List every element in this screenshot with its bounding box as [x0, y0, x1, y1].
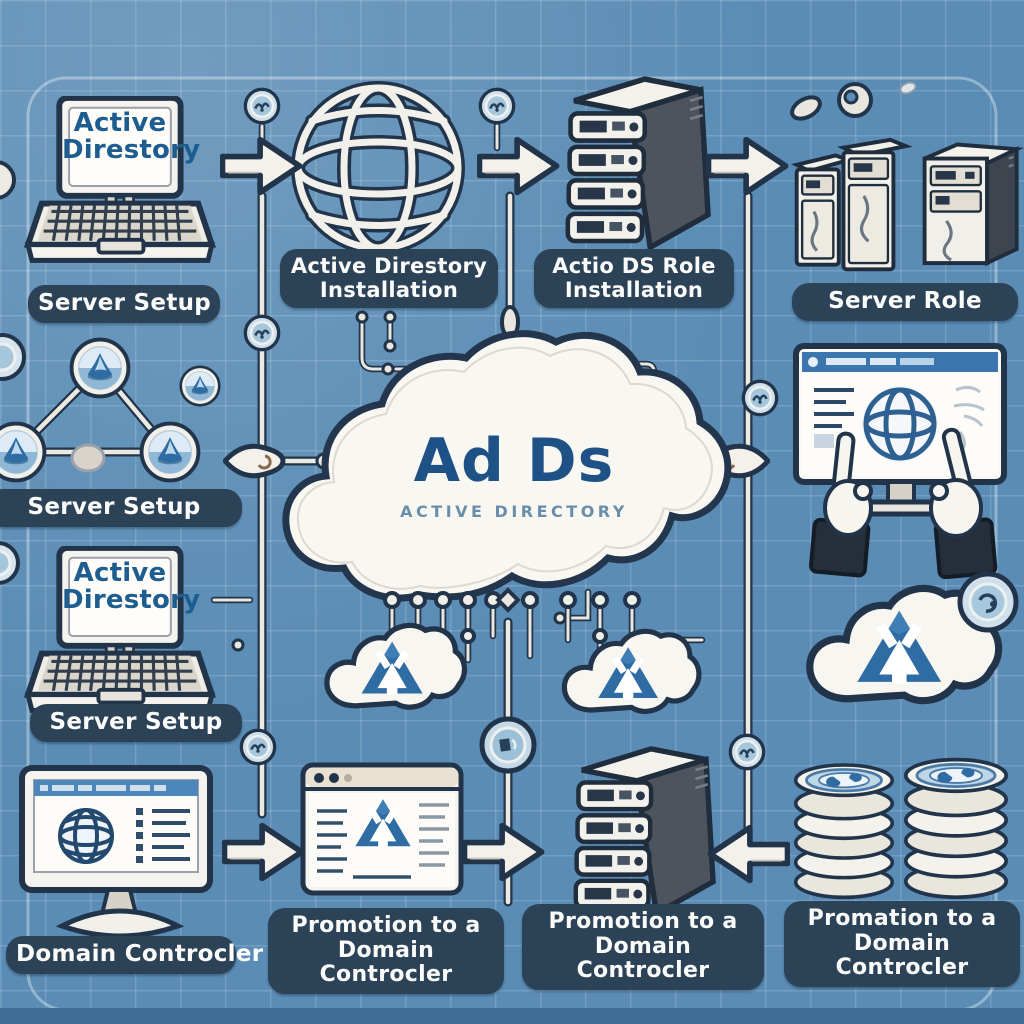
edge-badges [0, 160, 26, 585]
flow-arrow-right-icon [222, 140, 299, 193]
label-promotion-3: Promation to a Domain Controcler [784, 901, 1020, 987]
label-promotion-1: Promotion to a Domain Controcler [268, 908, 504, 994]
label-promotion-2: Promotion to a Domain Controcler [522, 904, 764, 990]
label-ds-role-installation: Actio DS Role Installation [534, 249, 734, 309]
disk-stack-icon [903, 757, 1009, 900]
almond-node-left-icon [225, 446, 283, 475]
ad-logo-cloud-icon [564, 631, 699, 711]
circuit-badge-icon [243, 314, 281, 352]
globe-wireframe-icon [291, 81, 465, 255]
ad-node-icon [139, 421, 201, 483]
cloud-subtitle: ACTIVE DIRECTORY [400, 502, 628, 521]
server-tower-icon [576, 749, 713, 914]
ad-node-icon [0, 421, 47, 483]
ad-logo-cloud-icon [327, 625, 465, 707]
server-group-icon [791, 137, 1024, 272]
monitor-pointing-hands-icon [793, 343, 1007, 580]
server-tower-icon [568, 79, 708, 247]
label-server-setup-3: Server Setup [30, 704, 242, 742]
circuit-badge-icon [741, 379, 779, 417]
cloud-pins [383, 587, 641, 664]
right-hand [929, 427, 998, 580]
circuit-badge-icon [243, 87, 281, 125]
flow-arrow-right-icon [464, 826, 541, 879]
bottom-edge-strip [0, 1008, 1024, 1024]
label-server-role: Server Role [792, 283, 1018, 321]
left-hand [809, 431, 873, 578]
swirl-badge-icon [957, 571, 1019, 633]
connector-blob [70, 443, 106, 473]
browser-ad-logo-icon [300, 762, 464, 896]
ad-ds-cloud-icon [282, 330, 732, 602]
ad-node-icon [69, 337, 131, 399]
ad-node-small-icon [179, 365, 221, 407]
flow-arrow-left-icon [710, 828, 787, 881]
label-server-setup-1: Server Setup [28, 285, 220, 323]
stone-decorations [790, 81, 917, 121]
circuit-badge-icon [478, 87, 516, 125]
cloud-title: Ad Ds [413, 426, 615, 496]
round-connector-badge-icon [479, 716, 537, 774]
flow-arrow-right-icon [224, 826, 301, 879]
flow-arrow-right-icon [479, 140, 556, 193]
flow-arrow-right-icon [708, 140, 785, 193]
label-ad-installation: Active Direstory Installation [280, 249, 498, 309]
circuit-badge-icon [239, 728, 277, 766]
desktop-globe-monitor-icon [19, 765, 213, 939]
label-server-setup-2: Server Setup [0, 489, 242, 527]
disk-stack-icon [793, 763, 895, 900]
label-domain-controller: Domain Controcler [6, 936, 263, 974]
network-triangle-icon [0, 337, 221, 483]
circuit-badge-icon [728, 733, 766, 771]
